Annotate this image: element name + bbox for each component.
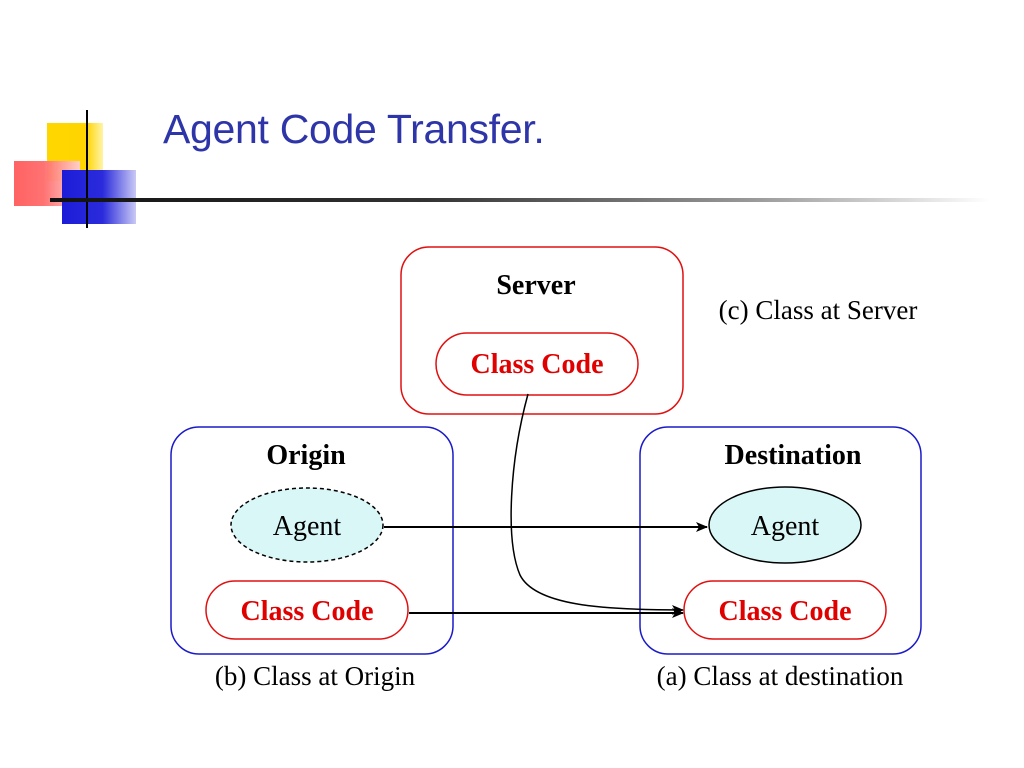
destination-agent-ellipse <box>708 486 862 564</box>
origin-caption: (b) Class at Origin <box>215 661 416 691</box>
destination-agent-label: Agent <box>751 511 820 542</box>
server-box <box>400 246 684 415</box>
origin-class-code-box <box>205 580 409 640</box>
logo-blue-square <box>62 170 136 224</box>
origin-agent-label: Agent <box>273 511 342 542</box>
title-underline <box>50 198 990 202</box>
destination-caption: (a) Class at destination <box>657 661 904 691</box>
slide-logo <box>0 0 150 240</box>
server-class-transfer-arrow <box>510 393 684 615</box>
server-class-code-box <box>435 332 639 396</box>
destination-class-code-label: Class Code <box>718 596 851 627</box>
origin-label: Origin <box>266 440 346 471</box>
logo-vertical-line <box>86 110 88 228</box>
origin-class-code-label: Class Code <box>240 596 373 627</box>
server-caption: (c) Class at Server <box>719 295 918 325</box>
slide-title: Agent Code Transfer. <box>163 106 545 152</box>
server-class-code-label: Class Code <box>470 349 603 380</box>
server-label: Server <box>496 270 575 301</box>
destination-label: Destination <box>725 440 862 471</box>
destination-class-code-box <box>683 580 887 640</box>
origin-box <box>170 426 454 655</box>
origin-agent-ellipse <box>230 487 384 563</box>
destination-box <box>639 426 922 655</box>
